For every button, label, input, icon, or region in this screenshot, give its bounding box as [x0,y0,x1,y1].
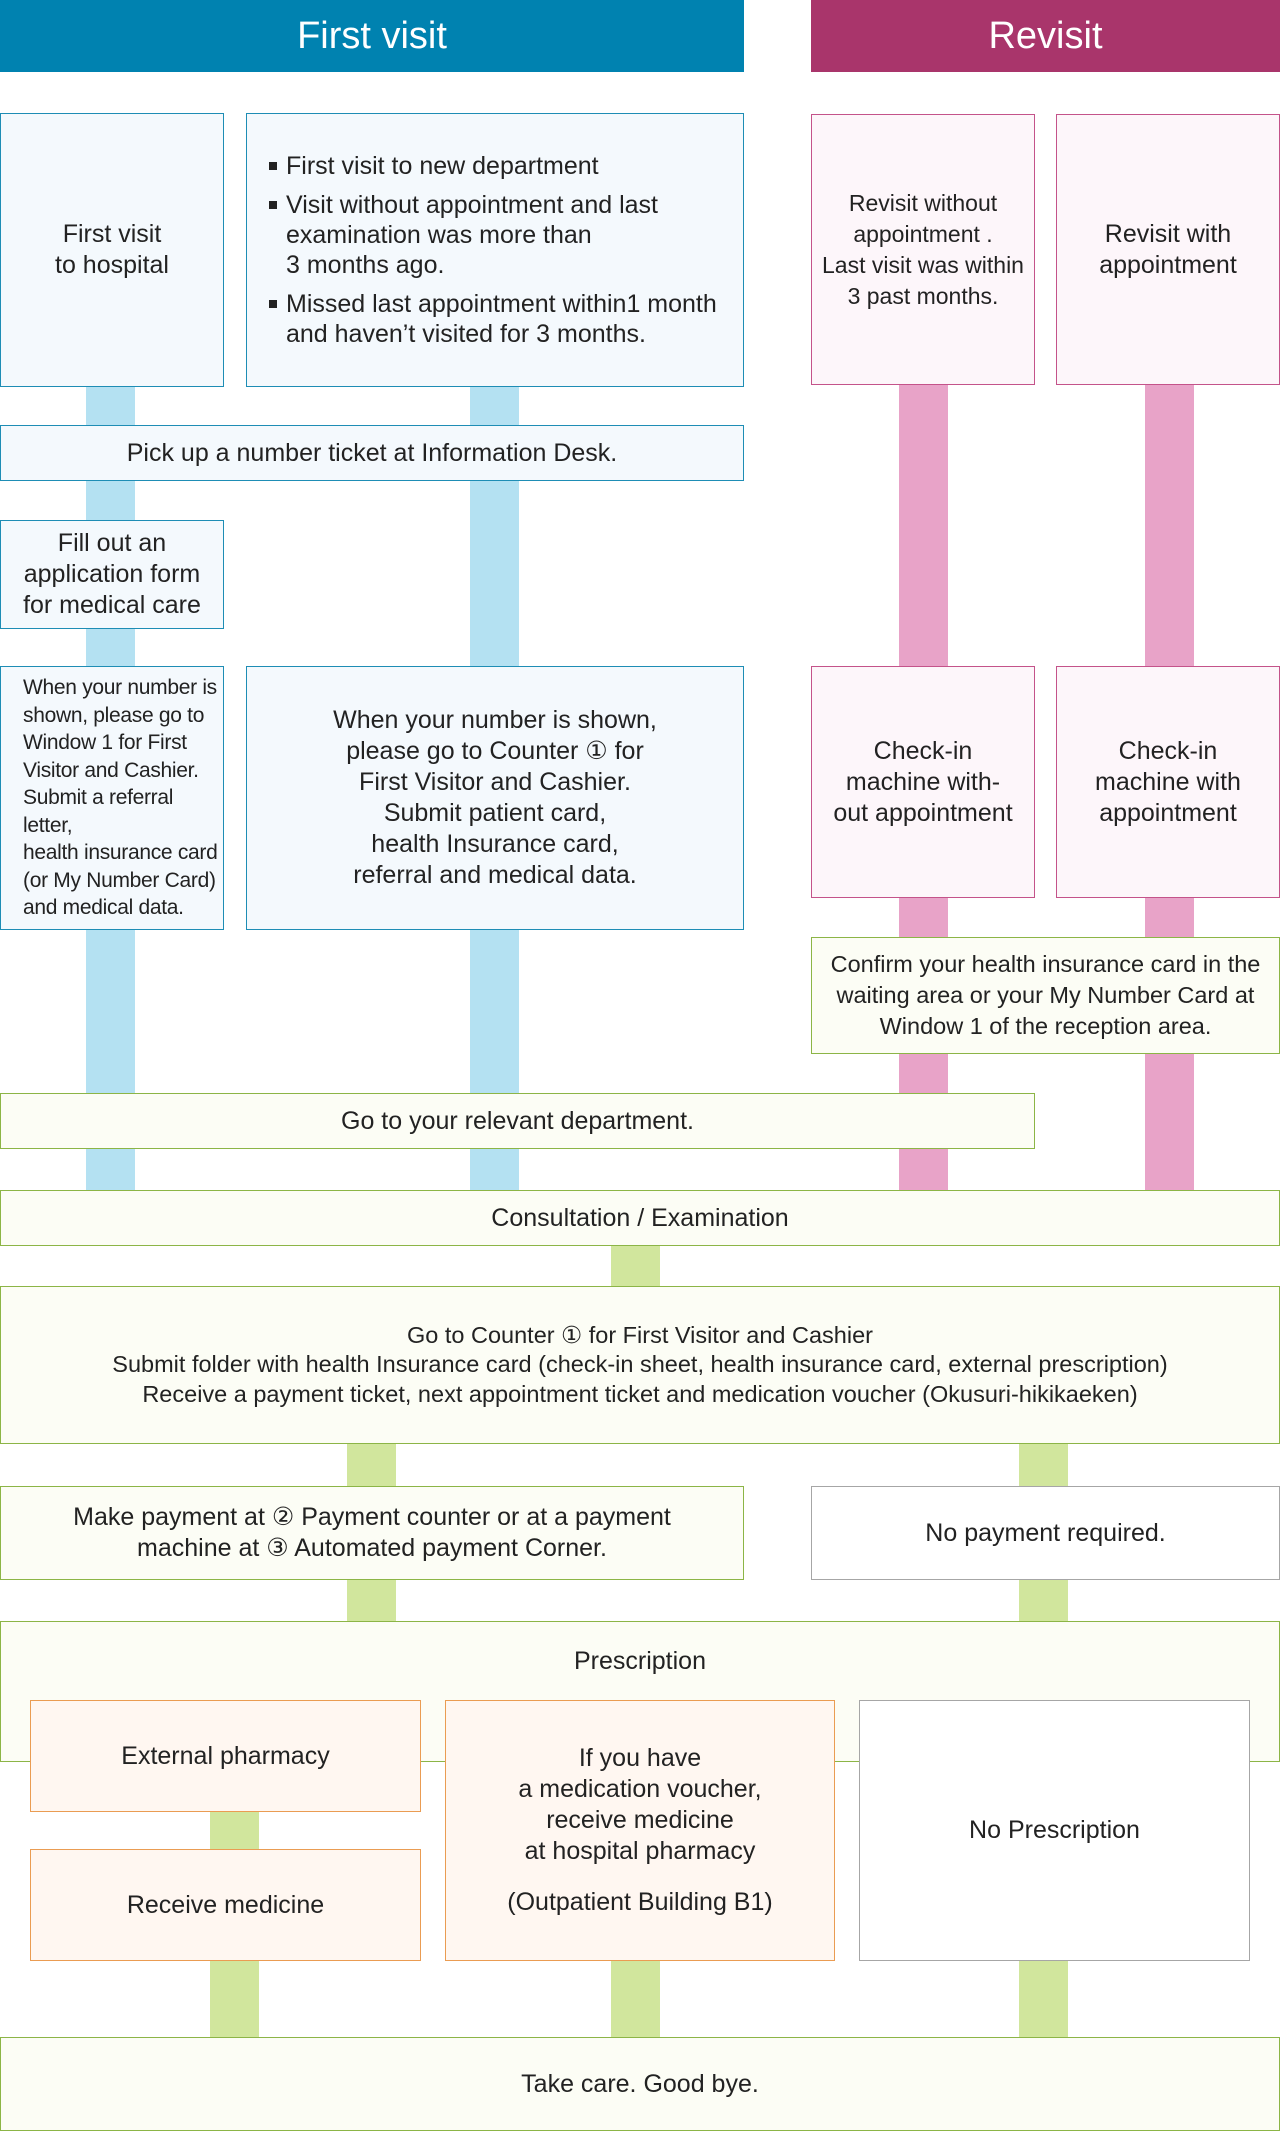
go-department-text: Go to your relevant department. [341,1106,694,1135]
receive-medicine-text: Receive medicine [126,1890,325,1919]
connector-after-consultation [611,1244,660,1287]
confirm-insurance-box: Confirm your health insurance card in th… [811,937,1280,1054]
revisit-header-label: Revisit [988,14,1103,57]
pick-ticket-text: Pick up a number ticket at Information D… [126,438,618,467]
receive-medicine-box: Receive medicine [30,1849,421,1961]
checkin-with-appointment-box: Check-in machine with appointment [1056,666,1280,898]
revisit-with-appointment-text: Revisit with appointment [1099,219,1237,279]
consultation-box: Consultation / Examination [0,1190,1280,1246]
first-visit-header: First visit [0,0,744,72]
prescription-title: Prescription [574,1646,706,1675]
make-payment-box: Make payment at ② Payment counter or at … [0,1486,744,1580]
no-payment-box: No payment required. [811,1486,1280,1580]
window1-instruction-text: When your number is shown, please go to … [23,676,218,920]
hospital-pharmacy-location: (Outpatient Building B1) [507,1888,773,1916]
checkin-without-appointment-text: Check-in machine with- out appointment [833,736,1013,827]
go-department-box: Go to your relevant department. [0,1093,1035,1149]
counter1-instruction-box: When your number is shown, please go to … [246,666,744,930]
first-visit-to-hospital-text: First visit to hospital [55,220,169,279]
conditions-list: First visit to new department Visit with… [269,142,717,358]
window1-instruction-box: When your number is shown, please go to … [0,666,224,930]
external-pharmacy-text: External pharmacy [121,1741,330,1770]
goodbye-box: Take care. Good bye. [0,2037,1280,2131]
condition-item: Missed last appointment within1 month an… [269,289,717,349]
connector-external-pharmacy [210,1810,259,1851]
counter-after-consultation-text: Go to Counter ① for First Visitor and Ca… [112,1321,1168,1407]
no-prescription-text: No Prescription [969,1816,1140,1844]
new-department-conditions-box: First visit to new department Visit with… [246,113,744,387]
counter1-instruction-text: When your number is shown, please go to … [333,706,657,889]
connector-hospital-pharmacy [611,1960,660,2038]
revisit-without-appointment-box: Revisit without appointment . Last visit… [811,114,1035,385]
revisit-header: Revisit [811,0,1280,72]
first-visit-to-hospital-box: First visit to hospital [0,113,224,387]
revisit-without-appointment-text: Revisit without appointment . Last visit… [822,189,1024,309]
consultation-text: Consultation / Examination [491,1203,789,1232]
first-visit-header-label: First visit [297,14,447,57]
confirm-insurance-text: Confirm your health insurance card in th… [830,951,1261,1039]
no-prescription-box: No Prescription [859,1700,1250,1961]
make-payment-text: Make payment at ② Payment counter or at … [73,1503,671,1562]
counter-after-consultation-box: Go to Counter ① for First Visitor and Ca… [0,1286,1280,1444]
fill-form-text: Fill out an application form for medical… [23,529,201,619]
connector-receive-medicine [210,1960,259,2038]
revisit-with-appointment-box: Revisit with appointment [1056,114,1280,385]
connector-no-prescription [1019,1960,1068,2038]
no-payment-text: No payment required. [925,1518,1166,1547]
goodbye-text: Take care. Good bye. [521,2069,759,2098]
checkin-with-appointment-text: Check-in machine with appointment [1095,736,1241,827]
fill-form-box: Fill out an application form for medical… [0,520,224,629]
pick-ticket-box: Pick up a number ticket at Information D… [0,425,744,481]
hospital-pharmacy-text: If you have a medication voucher, receiv… [518,1744,762,1865]
condition-item: First visit to new department [269,151,717,181]
external-pharmacy-box: External pharmacy [30,1700,421,1812]
hospital-pharmacy-box: If you have a medication voucher, receiv… [445,1700,835,1961]
checkin-without-appointment-box: Check-in machine with- out appointment [811,666,1035,898]
condition-item: Visit without appointment and last exami… [269,190,717,280]
